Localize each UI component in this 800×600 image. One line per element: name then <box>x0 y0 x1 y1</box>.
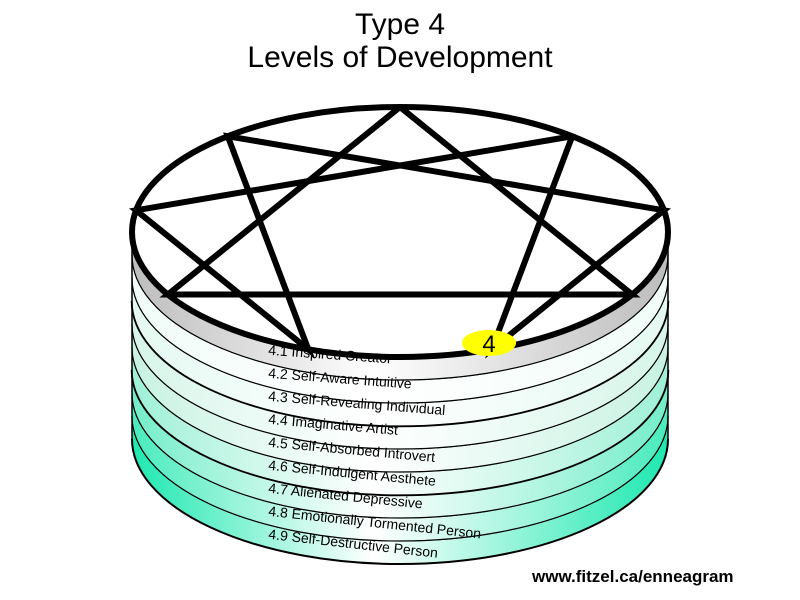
type-badge: 4 <box>462 330 516 358</box>
footer-url: www.fitzel.ca/enneagram <box>532 567 734 586</box>
enneagram-symbol <box>129 104 671 360</box>
level-band <box>132 324 668 472</box>
level-band <box>132 416 668 564</box>
level-band <box>132 301 668 449</box>
level-band <box>132 370 668 518</box>
level-band-edge <box>131 300 669 427</box>
level-band-edge <box>131 438 669 565</box>
level-band-edge <box>131 346 669 473</box>
enneagram-triangle <box>159 104 641 298</box>
level-band-edge <box>131 254 669 381</box>
level-band <box>132 393 668 541</box>
page-title: Type 4 <box>354 8 446 41</box>
enneagram-circle <box>129 104 671 360</box>
level-band-edge <box>131 415 669 542</box>
level-band <box>132 347 668 495</box>
level-band-edge <box>131 323 669 450</box>
type-badge-circle <box>462 330 516 356</box>
level-band-edge <box>131 277 669 404</box>
page-subtitle: Levels of Development <box>247 41 553 74</box>
level-band-edge <box>131 369 669 496</box>
level-band-edge <box>131 392 669 519</box>
type-badge-label: 4 <box>482 331 495 358</box>
level-band <box>132 255 668 403</box>
level-band <box>132 278 668 426</box>
